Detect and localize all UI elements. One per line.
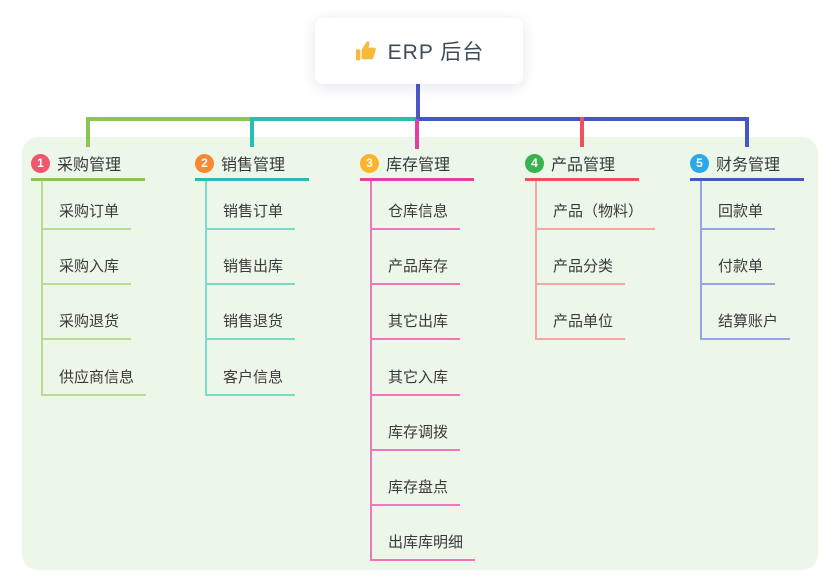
child-node[interactable]: 库存调拨 (370, 421, 461, 451)
connector-line (745, 117, 749, 147)
child-node[interactable]: 采购入库 (41, 255, 132, 285)
connector-line (414, 119, 419, 149)
child-node[interactable]: 供应商信息 (41, 366, 147, 396)
child-node-label: 付款单 (718, 258, 764, 275)
child-node-label: 回款单 (718, 203, 764, 220)
child-node-label: 采购订单 (59, 203, 120, 220)
branch-index-badge: 1 (31, 153, 50, 173)
branch-label: 产品管理 (551, 157, 616, 174)
child-node-label: 库存盘点 (388, 479, 449, 496)
child-node[interactable]: 产品库存 (370, 255, 461, 285)
child-node-label: 销售订单 (223, 203, 284, 220)
branch-index-badge: 4 (525, 153, 544, 173)
child-node[interactable]: 销售出库 (205, 255, 296, 285)
branch-index-badge: 3 (360, 153, 379, 173)
child-node-label: 出库库明细 (388, 534, 464, 551)
child-node[interactable]: 销售退货 (205, 310, 296, 340)
connector-line (416, 84, 420, 119)
connector-line (700, 181, 702, 340)
branch-label: 财务管理 (716, 157, 781, 174)
child-node-label: 产品分类 (553, 258, 614, 275)
mindmap-background-panel (22, 137, 818, 570)
child-node[interactable]: 产品分类 (535, 255, 626, 285)
child-node[interactable]: 付款单 (700, 255, 776, 285)
branch-node-3[interactable]: 3 库存管理 (360, 148, 474, 181)
child-node[interactable]: 产品（物料） (535, 200, 656, 230)
child-node[interactable]: 仓库信息 (370, 200, 461, 230)
connector-line (85, 117, 90, 147)
child-node-label: 产品单位 (553, 313, 614, 330)
child-node-label: 结算账户 (718, 313, 779, 330)
child-node[interactable]: 产品单位 (535, 310, 626, 340)
child-node[interactable]: 采购退货 (41, 310, 132, 340)
child-node-label: 供应商信息 (59, 369, 135, 386)
root-node[interactable]: ERP 后台 (315, 18, 523, 84)
branch-node-1[interactable]: 1 采购管理 (31, 148, 145, 181)
connector-line (370, 181, 372, 561)
child-node-label: 采购退货 (59, 313, 120, 330)
child-node[interactable]: 客户信息 (205, 366, 296, 396)
thumbs-up-icon (355, 41, 376, 61)
child-node[interactable]: 出库库明细 (370, 531, 476, 561)
child-node[interactable]: 采购订单 (41, 200, 132, 230)
child-node-label: 采购入库 (59, 258, 120, 275)
branch-node-5[interactable]: 5 财务管理 (690, 148, 804, 181)
branch-node-4[interactable]: 4 产品管理 (525, 148, 639, 181)
connector-line (249, 117, 254, 147)
branch-index-badge: 5 (690, 153, 709, 173)
connector-line (249, 117, 418, 121)
connector-line (41, 181, 43, 396)
branch-index-badge: 2 (195, 153, 214, 173)
branch-node-2[interactable]: 2 销售管理 (195, 148, 309, 181)
branch-label: 库存管理 (386, 157, 451, 174)
child-node-label: 销售出库 (223, 258, 284, 275)
child-node-label: 其它入库 (388, 369, 449, 386)
child-node[interactable]: 其它入库 (370, 366, 461, 396)
child-node[interactable]: 销售订单 (205, 200, 296, 230)
child-node-label: 仓库信息 (388, 203, 449, 220)
connector-line (205, 181, 207, 396)
child-node-label: 产品（物料） (553, 203, 644, 220)
connector-line (535, 181, 537, 340)
branch-label: 销售管理 (221, 157, 286, 174)
child-node-label: 库存调拨 (388, 424, 449, 441)
child-node-label: 其它出库 (388, 313, 449, 330)
child-node[interactable]: 结算账户 (700, 310, 791, 340)
child-node-label: 客户信息 (223, 369, 284, 386)
child-node-label: 产品库存 (388, 258, 449, 275)
child-node[interactable]: 回款单 (700, 200, 776, 230)
root-title: ERP 后台 (387, 41, 485, 64)
branch-label: 采购管理 (57, 157, 122, 174)
child-node-label: 销售退货 (223, 313, 284, 330)
child-node[interactable]: 库存盘点 (370, 476, 461, 506)
connector-line (579, 117, 584, 147)
child-node[interactable]: 其它出库 (370, 310, 461, 340)
